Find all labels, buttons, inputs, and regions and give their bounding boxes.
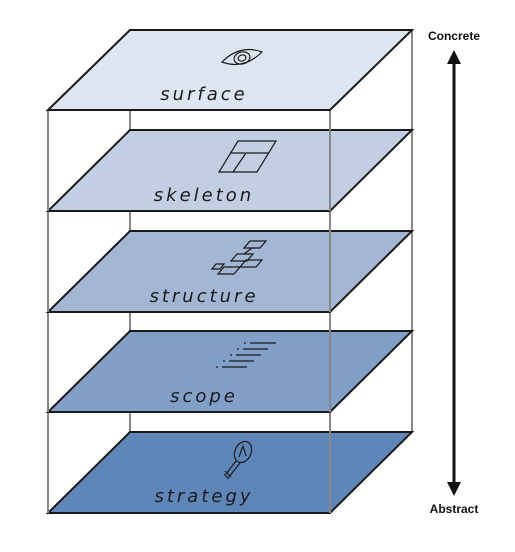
arrow-up-icon (447, 50, 461, 64)
plane-skeleton-label: skeleton (154, 185, 254, 206)
concrete-abstract-axis: Concrete Abstract (428, 29, 480, 516)
list-icon (216, 342, 276, 368)
plane-structure: structure (45, 230, 415, 313)
plane-surface-surface (45, 29, 415, 111)
front-posts-mid-low (47, 312, 331, 412)
wireframe-icon (217, 140, 278, 173)
axis-top-label: Concrete (428, 29, 480, 43)
plane-skeleton: skeleton (45, 129, 415, 212)
plane-surface-label: surface (160, 84, 248, 105)
front-posts-upper (47, 110, 331, 211)
plane-scope-label: scope (170, 386, 238, 407)
plane-strategy-label: strategy (154, 486, 253, 507)
axis-bottom-label: Abstract (430, 502, 479, 516)
plane-scope: scope (45, 330, 415, 413)
sitemap-icon (210, 240, 268, 275)
plane-surface: surface (45, 29, 415, 111)
lightbulb-icon (223, 440, 253, 480)
front-posts-mid-high (47, 211, 331, 312)
arrow-down-icon (447, 482, 461, 496)
plane-strategy: strategy (45, 431, 415, 514)
eye-icon (220, 49, 264, 65)
plane-structure-label: structure (149, 286, 258, 307)
front-posts-lower (47, 412, 331, 513)
